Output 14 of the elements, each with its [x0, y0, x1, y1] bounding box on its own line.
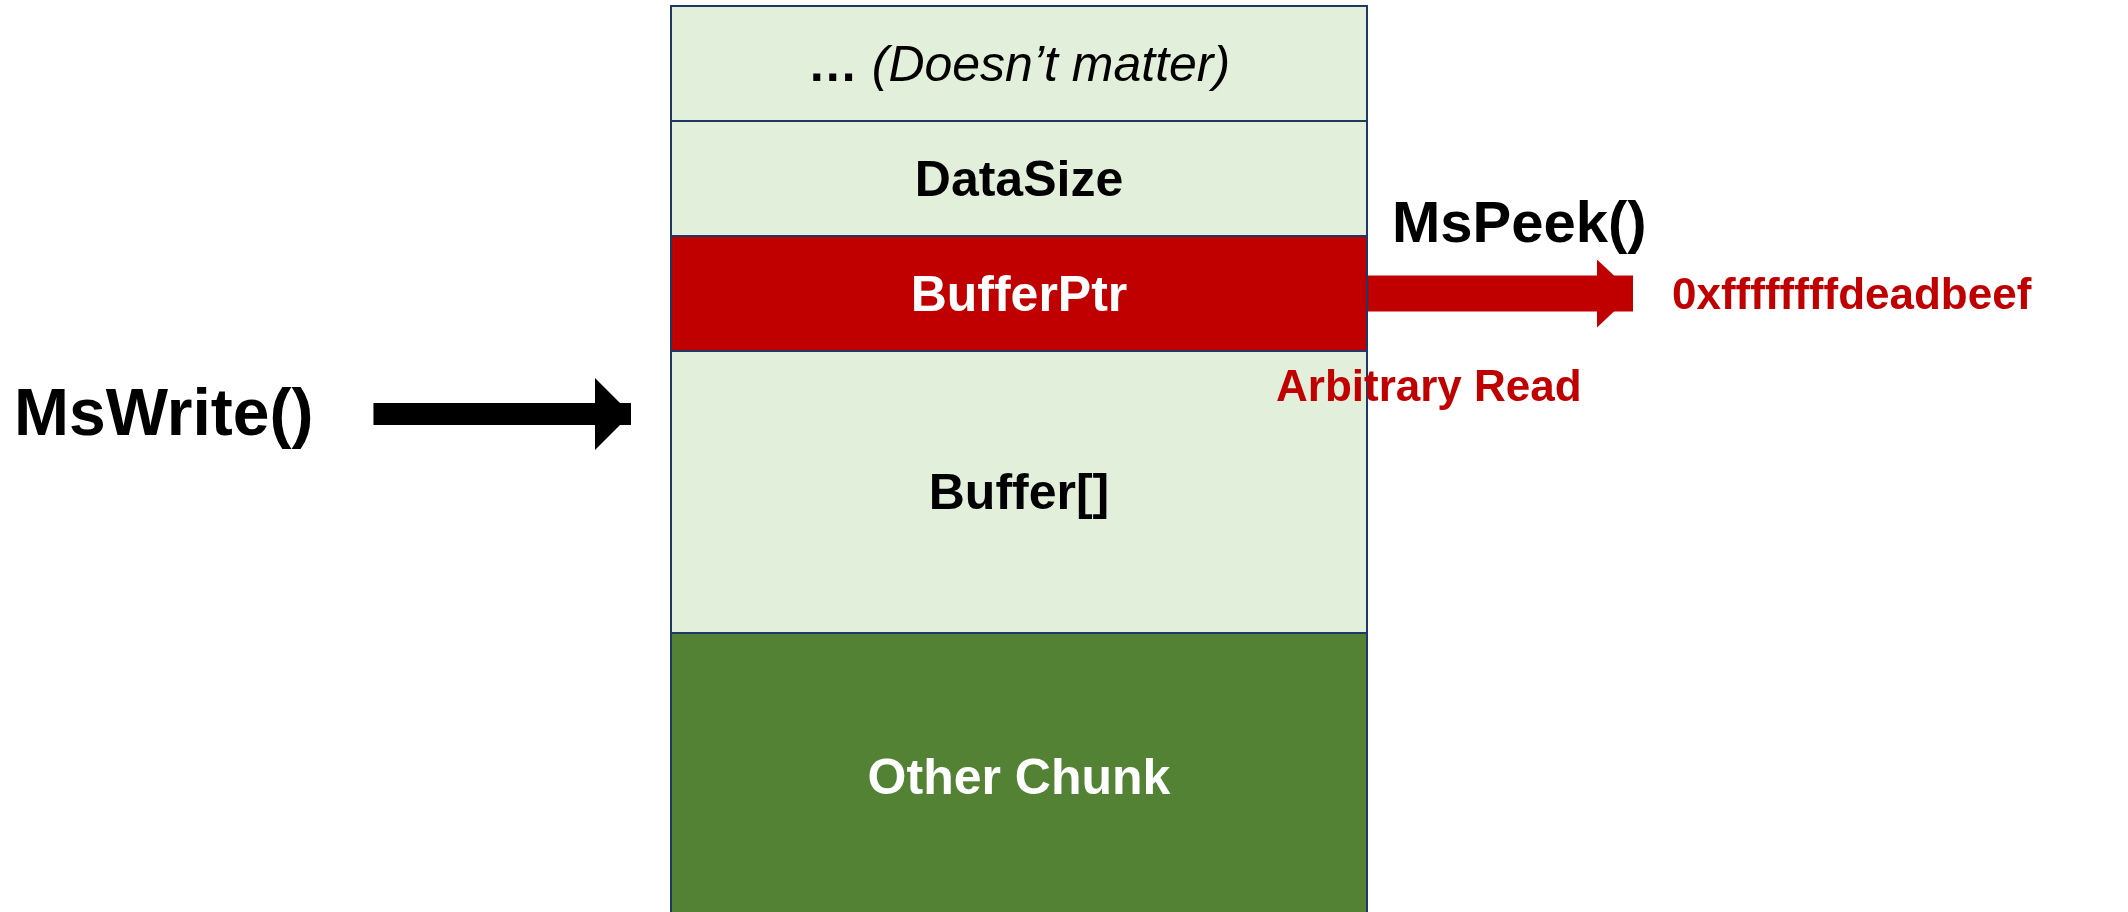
arrow — [1368, 259, 1633, 328]
pointer-cell — [670, 235, 1368, 352]
memory-cell — [670, 5, 1368, 122]
cell-label: DataSize — [914, 149, 1124, 208]
arrow — [373, 378, 631, 450]
memory-cell — [670, 120, 1368, 237]
function-label: MsWrite() — [14, 376, 314, 449]
cell-label: … (Doesn’t matter) — [807, 34, 1231, 93]
cell-label: Buffer[] — [928, 463, 1110, 521]
address-label: 0xffffffffdeadbeef — [1672, 270, 2032, 319]
chunk-cell — [670, 632, 1368, 912]
edge-label: MsPeek() — [1392, 190, 1647, 254]
cell-label: Other Chunk — [867, 748, 1171, 806]
cell-label: BufferPtr — [910, 264, 1128, 323]
